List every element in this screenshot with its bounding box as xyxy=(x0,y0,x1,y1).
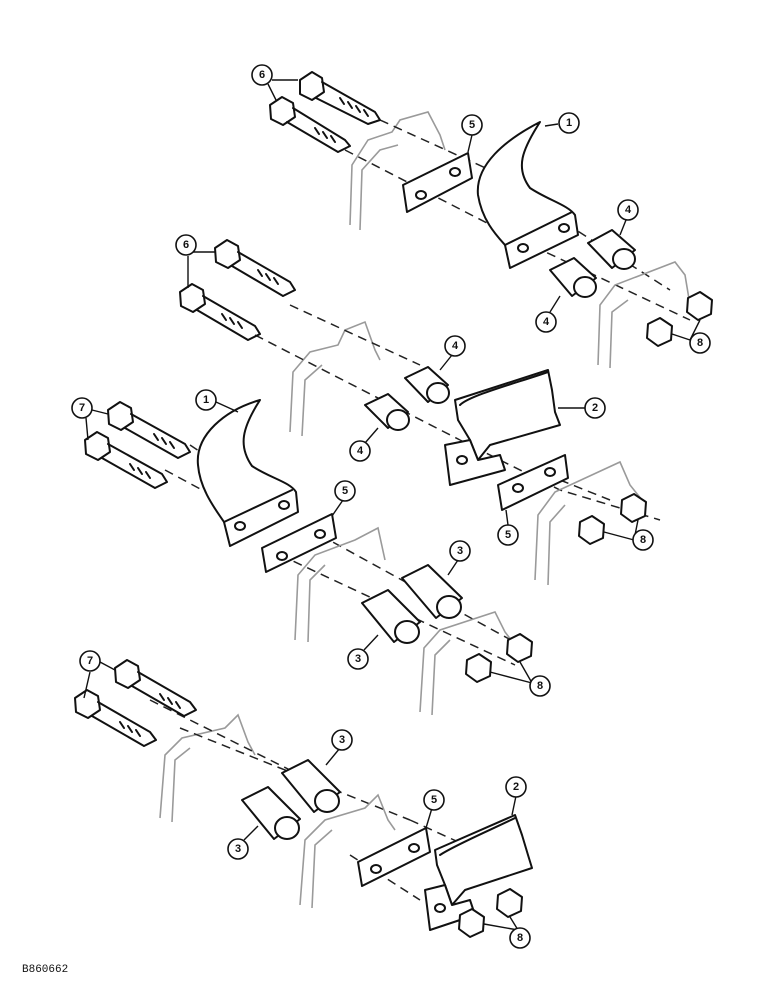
callout-4-mid-a: 4 xyxy=(439,335,466,371)
callout-4-mid-b: 4 xyxy=(349,427,379,462)
callout-8-top: 8 xyxy=(671,319,711,354)
callout-7-bottom: 7 xyxy=(79,650,116,699)
svg-text:4: 4 xyxy=(543,316,550,328)
callout-1-mid: 1 xyxy=(195,389,239,413)
svg-text:5: 5 xyxy=(505,529,511,541)
nut-8-h xyxy=(458,908,485,938)
svg-text:6: 6 xyxy=(259,69,265,81)
callout-2-mid: 2 xyxy=(558,397,606,419)
callout-3-mid-b: 3 xyxy=(347,634,379,670)
callout-7-mid: 7 xyxy=(71,397,109,441)
callout-6-top: 6 xyxy=(251,64,298,101)
bracket-1-top xyxy=(476,121,579,269)
spacer-3-b xyxy=(361,589,421,644)
svg-text:3: 3 xyxy=(235,843,241,855)
assembly-group-1 xyxy=(269,71,713,369)
bolt-6-mid-lower xyxy=(179,283,261,341)
nut-8-a xyxy=(686,291,713,321)
callout-4-top-b: 4 xyxy=(535,295,561,333)
svg-text:4: 4 xyxy=(625,204,632,216)
plate-5-bottom xyxy=(357,827,431,887)
bolt-7-upper xyxy=(107,401,191,459)
callout-4-top-a: 4 xyxy=(617,199,639,236)
callout-3-bottom-a: 3 xyxy=(325,729,353,766)
svg-text:3: 3 xyxy=(355,653,361,665)
svg-text:3: 3 xyxy=(339,734,345,746)
callout-3-bottom-b: 3 xyxy=(227,825,259,860)
plate-5-mid xyxy=(497,454,569,511)
svg-text:4: 4 xyxy=(357,445,364,457)
bolt-7-bottom-upper xyxy=(114,659,197,717)
spacer-3-c xyxy=(281,759,341,813)
svg-text:7: 7 xyxy=(79,402,85,414)
svg-text:7: 7 xyxy=(87,655,93,667)
figure-id-label: B860662 xyxy=(22,964,69,976)
bolt-6-lower xyxy=(269,96,351,153)
spacer-4-b xyxy=(549,257,597,298)
spacer-4-a xyxy=(587,229,636,270)
svg-text:8: 8 xyxy=(697,337,703,349)
callout-6-mid: 6 xyxy=(175,234,215,288)
assembly-group-3 xyxy=(84,399,533,716)
callout-2-bottom: 2 xyxy=(505,776,527,816)
bolt-6-upper xyxy=(299,71,381,125)
nut-8-f xyxy=(465,653,492,683)
bracket-2-mid xyxy=(444,369,561,486)
nut-8-d xyxy=(578,515,605,545)
svg-text:8: 8 xyxy=(517,932,523,944)
callout-8-bottom: 8 xyxy=(483,916,531,949)
svg-text:4: 4 xyxy=(452,340,459,352)
nut-8-c xyxy=(620,493,647,523)
svg-text:1: 1 xyxy=(566,117,572,129)
assembly-group-2 xyxy=(179,239,661,586)
nut-8-e xyxy=(506,633,533,663)
nut-8-g xyxy=(496,888,523,918)
spacer-4-d xyxy=(364,393,410,431)
callout-5-lower: 5 xyxy=(331,480,356,517)
bolt-7-bottom-lower xyxy=(74,689,157,747)
bolt-7-lower xyxy=(84,431,168,489)
bracket-1-mid xyxy=(196,399,299,547)
nut-8-b xyxy=(646,317,673,347)
bolt-6-mid-upper xyxy=(214,239,296,297)
svg-text:5: 5 xyxy=(431,794,437,806)
callout-5-bottom: 5 xyxy=(423,789,445,829)
plate-5-lower xyxy=(261,513,337,573)
callout-3-mid-a: 3 xyxy=(447,540,471,576)
callout-5-mid: 5 xyxy=(497,509,519,546)
spacer-3-a xyxy=(401,564,463,619)
svg-text:8: 8 xyxy=(640,534,646,546)
svg-text:5: 5 xyxy=(469,119,475,131)
assembly-group-4 xyxy=(74,659,533,938)
callout-8-mid: 8 xyxy=(603,519,654,551)
svg-text:1: 1 xyxy=(203,394,209,406)
svg-text:6: 6 xyxy=(183,239,189,251)
callout-8-lower: 8 xyxy=(489,661,551,697)
svg-text:5: 5 xyxy=(342,485,348,497)
spacer-4-c xyxy=(404,366,450,404)
spacer-3-d xyxy=(241,786,301,840)
callout-5-top: 5 xyxy=(461,114,483,153)
plate-5-top xyxy=(402,152,473,213)
callout-1-top: 1 xyxy=(544,112,580,134)
svg-text:2: 2 xyxy=(513,781,519,793)
svg-text:2: 2 xyxy=(592,402,598,414)
svg-text:8: 8 xyxy=(537,680,543,692)
svg-text:3: 3 xyxy=(457,545,463,557)
